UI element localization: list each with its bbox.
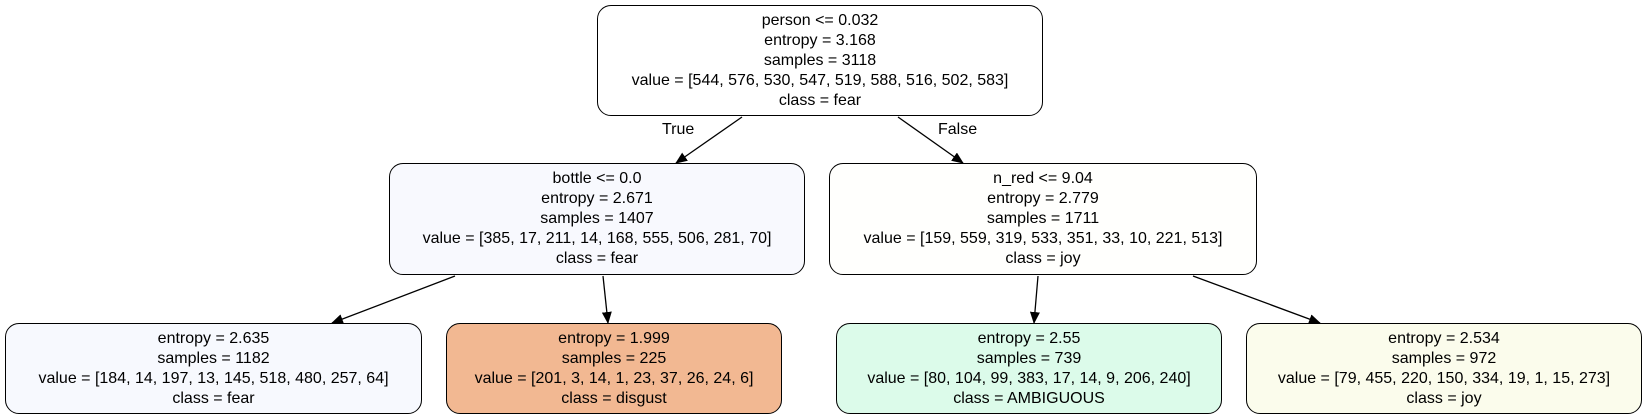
node-right-left-class: class = AMBIGUOUS xyxy=(953,389,1105,407)
edge-left-left xyxy=(331,275,456,324)
node-left-right-class: class = disgust xyxy=(561,389,667,407)
edge-right-right xyxy=(1192,275,1321,324)
node-left-right-samples: samples = 225 xyxy=(561,349,667,367)
node-right-left-value: value = [80, 104, 99, 383, 17, 14, 9, 20… xyxy=(867,369,1191,387)
node-left: bottle <= 0.0 entropy = 2.671 samples = … xyxy=(389,163,805,275)
node-left-right: entropy = 1.999 samples = 225 value = [2… xyxy=(446,323,782,414)
node-left-left-class: class = fear xyxy=(172,389,255,407)
node-root: person <= 0.032 entropy = 3.168 samples … xyxy=(597,5,1043,116)
node-left-split: bottle <= 0.0 xyxy=(552,170,642,187)
node-right-right-class: class = joy xyxy=(1406,389,1482,407)
node-right-split: n_red <= 9.04 xyxy=(993,170,1093,187)
node-right-right-entropy: entropy = 2.534 xyxy=(1388,329,1500,347)
node-right-right-value: value = [79, 455, 220, 150, 334, 19, 1, … xyxy=(1277,369,1611,387)
node-right-entropy: entropy = 2.779 xyxy=(987,190,1099,207)
node-left-right-value: value = [201, 3, 14, 1, 23, 37, 26, 24, … xyxy=(474,369,754,387)
edge-right-left xyxy=(1029,275,1040,324)
node-right-left-entropy: entropy = 2.55 xyxy=(977,329,1081,347)
node-right-value: value = [159, 559, 319, 533, 351, 33, 10… xyxy=(863,230,1223,247)
node-left-class: class = fear xyxy=(555,250,639,267)
node-root-value: value = [544, 576, 530, 547, 519, 588, 5… xyxy=(631,71,1009,89)
edge-label-false: False xyxy=(938,121,978,138)
node-right-left-samples: samples = 739 xyxy=(976,349,1082,367)
edge-root-left xyxy=(675,116,743,164)
node-left-left-samples: samples = 1182 xyxy=(157,349,270,367)
node-right-right: entropy = 2.534 samples = 972 value = [7… xyxy=(1246,323,1642,414)
node-right-right-samples: samples = 972 xyxy=(1391,349,1497,367)
edge-label-true: True xyxy=(662,121,695,138)
node-root-class: class = fear xyxy=(778,91,862,109)
node-root-split: person <= 0.032 xyxy=(761,11,879,29)
node-left-samples: samples = 1407 xyxy=(540,210,654,227)
node-right-samples: samples = 1711 xyxy=(986,210,1100,227)
node-right-class: class = joy xyxy=(1005,250,1081,267)
edge-left-right xyxy=(601,275,612,324)
node-left-left: entropy = 2.635 samples = 1182 value = [… xyxy=(5,323,422,414)
node-root-entropy: entropy = 3.168 xyxy=(764,31,876,49)
node-left-left-entropy: entropy = 2.635 xyxy=(157,329,270,347)
node-right: n_red <= 9.04 entropy = 2.779 samples = … xyxy=(829,163,1257,275)
node-left-left-value: value = [184, 14, 197, 13, 145, 518, 480… xyxy=(38,369,389,387)
node-left-right-entropy: entropy = 1.999 xyxy=(558,329,670,347)
node-right-left: entropy = 2.55 samples = 739 value = [80… xyxy=(836,323,1222,414)
node-root-samples: samples = 3118 xyxy=(763,51,877,69)
edge-root-right xyxy=(897,116,964,164)
node-left-value: value = [385, 17, 211, 14, 168, 555, 506… xyxy=(422,230,772,247)
node-left-entropy: entropy = 2.671 xyxy=(541,190,653,207)
